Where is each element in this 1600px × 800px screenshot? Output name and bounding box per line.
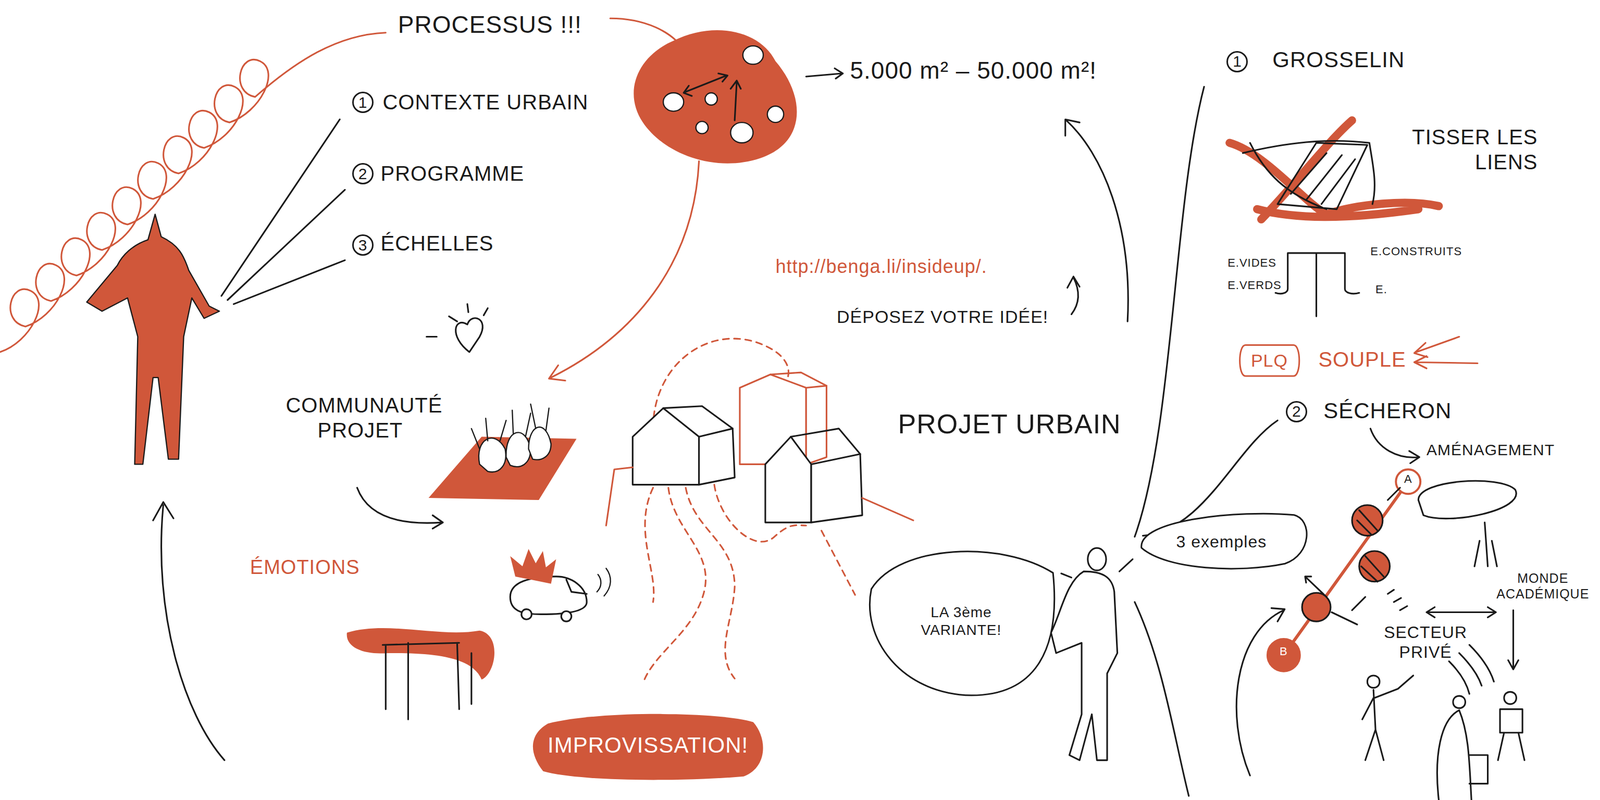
- node-text: IMPROVISSATION!: [547, 732, 749, 759]
- node-shape: [1239, 345, 1299, 377]
- emotion-cloth: [346, 628, 495, 680]
- sketch-label: E.: [1375, 282, 1388, 297]
- pointer-lines: [221, 119, 345, 305]
- person-waving: [1362, 675, 1414, 761]
- sketch-label: COMMUNAUTÉ PROJET: [285, 392, 435, 443]
- sketch-label: A: [1399, 472, 1417, 487]
- branch-lines: [1134, 87, 1278, 797]
- sketch-label: CONTEXTE URBAIN: [382, 89, 589, 115]
- weave-sketch: [1229, 120, 1440, 220]
- sketch-label: PROGRAMME: [380, 160, 525, 186]
- amenagement-arrow: [1370, 428, 1420, 464]
- callout-number: 1: [1226, 51, 1248, 73]
- speaker-outline: [1050, 571, 1118, 761]
- sketch-label: ÉCHELLES: [380, 230, 494, 256]
- sketch-label: E.VIDES: [1227, 256, 1277, 270]
- signal-dashes: [1387, 589, 1495, 694]
- sketch-label: PROCESSUS !!!: [398, 10, 582, 40]
- sketch-label: ÉMOTIONS: [250, 555, 361, 580]
- house-1: [632, 408, 699, 486]
- speech-bubble: LA 3ème VARIANTE!: [859, 540, 1064, 702]
- highlight-blob: IMPROVISSATION!: [528, 709, 768, 783]
- node-text: LA 3ème VARIANTE!: [901, 603, 1022, 639]
- callout-number: 3: [352, 234, 374, 256]
- sketch-label: http://benga.li/insideup/.: [775, 255, 987, 278]
- community-link: [356, 487, 443, 529]
- sketch-label: E.CONSTRUITS: [1370, 244, 1462, 259]
- person-backpack: [1497, 691, 1525, 761]
- axis-arrows: [1305, 487, 1400, 625]
- dashed-paths: [642, 485, 855, 685]
- heart: [426, 304, 489, 353]
- speaker-figure: [86, 214, 220, 465]
- sketch-label: DÉPOSEZ VOTRE IDÉE!: [836, 306, 1049, 328]
- sketch-label: TISSER LES LIENS: [1382, 124, 1539, 175]
- sketch-label: 5.000 m² – 50.000 m²!: [849, 56, 1097, 85]
- callout-number: 1: [352, 91, 374, 114]
- sketch-label: SÉCHERON: [1323, 398, 1452, 425]
- bracket: [1275, 253, 1360, 317]
- node-text: 3 exemples: [1176, 531, 1268, 552]
- idea-arrow: [1065, 119, 1129, 322]
- drop-arrow: [1067, 276, 1081, 315]
- sketch-label: E.VERDS: [1227, 278, 1282, 293]
- sketch-label: SECTEUR PRIVÉ: [1383, 622, 1468, 663]
- plq-pill: PLQ: [1237, 343, 1301, 378]
- site-lines: [605, 467, 914, 526]
- node-text: PLQ: [1250, 350, 1288, 372]
- crown: [510, 549, 556, 585]
- plq-arrows: [1414, 337, 1478, 369]
- node-shape: [869, 551, 1054, 696]
- site-blob: [633, 30, 797, 164]
- callout-number: 2: [352, 163, 374, 185]
- sketch-label: PROJET URBAIN: [898, 407, 1122, 441]
- callout-number: 2: [1285, 401, 1308, 423]
- sketch-label: GROSSELIN: [1272, 46, 1405, 73]
- blob-arrows: [683, 68, 843, 121]
- community-arrow: [549, 161, 700, 381]
- node-shape: [532, 714, 763, 781]
- return-arrow: [153, 502, 225, 761]
- speech-bubble: 3 exemples: [1130, 510, 1313, 574]
- sketch-label: B: [1275, 645, 1292, 659]
- sketch-label: AMÉNAGEMENT: [1426, 440, 1555, 460]
- house-2: [765, 437, 812, 524]
- sketch-label: SOUPLE: [1318, 346, 1406, 372]
- bubble-tails: [1061, 559, 1133, 578]
- sketch-label: MONDE ACADÉMIQUE: [1491, 570, 1594, 602]
- node-shape: [1141, 513, 1307, 569]
- loop-arrow: [1236, 608, 1285, 776]
- person-walking: [1436, 696, 1488, 800]
- curly-line: [0, 32, 386, 353]
- table: [382, 642, 471, 720]
- node-outline: [859, 540, 1064, 702]
- amenagement-blob: [1418, 480, 1517, 567]
